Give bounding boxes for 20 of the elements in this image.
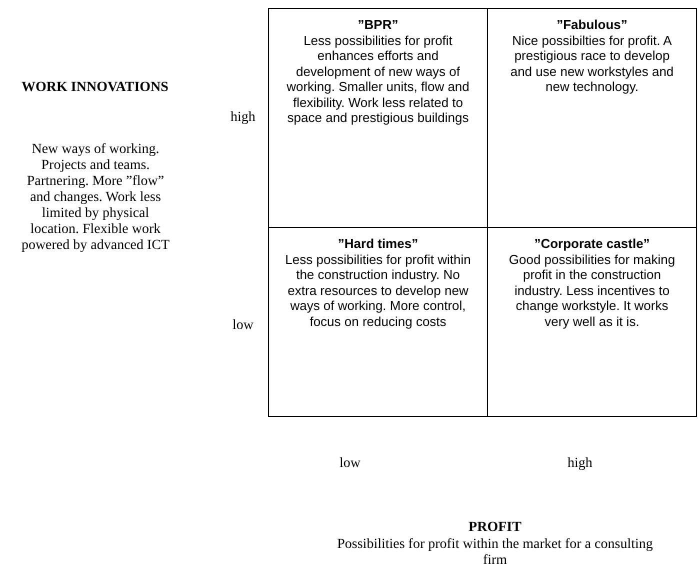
quadrant-description: Good possibilities for making profit in the construction industry. Less incentives to change workstyle. It works very well as it is. xyxy=(508,252,676,329)
quadrant-description: Less possibilities for profit within the construction industry. No extra resources to develop new ways of working. More control, focus on reducing costs xyxy=(284,252,472,329)
quadrant-description: Nice possibilties for profit. A prestigious race to develop and use new workstyles and new technology. xyxy=(509,32,675,94)
axis-description: New ways of working. Projects and teams. Partnering. More ”flow” and changes. Work less limited by physical location. Flexible work powered by advanced ICT xyxy=(20,142,171,254)
quadrant-description: Less possibilities for profit enhances efforts and development of new ways of working. Smaller units, flow and flexibility. Work less related to space and prestigious buildings xyxy=(286,32,470,126)
quadrant-title: ”BPR” xyxy=(358,17,398,32)
quadrant-cell xyxy=(487,8,697,228)
axis-title: PROFIT xyxy=(468,520,522,536)
axis-title: WORK INNOVATIONS xyxy=(20,80,170,96)
axis-tick-label: low xyxy=(338,456,362,472)
quadrant-cell xyxy=(268,227,488,417)
axis-tick-label: high xyxy=(566,456,594,472)
axis-tick-label: high xyxy=(230,110,256,126)
axis-description: Possibilities for profit within the market for a consulting firm xyxy=(336,537,654,569)
quadrant-title: ”Fabulous” xyxy=(556,17,628,32)
quadrant-title: ”Hard times” xyxy=(338,236,418,252)
quadrant-cell xyxy=(268,8,488,228)
quadrant-cell xyxy=(487,227,697,417)
quadrant-title: ”Corporate castle” xyxy=(534,236,650,252)
axis-tick-label: low xyxy=(232,318,254,334)
